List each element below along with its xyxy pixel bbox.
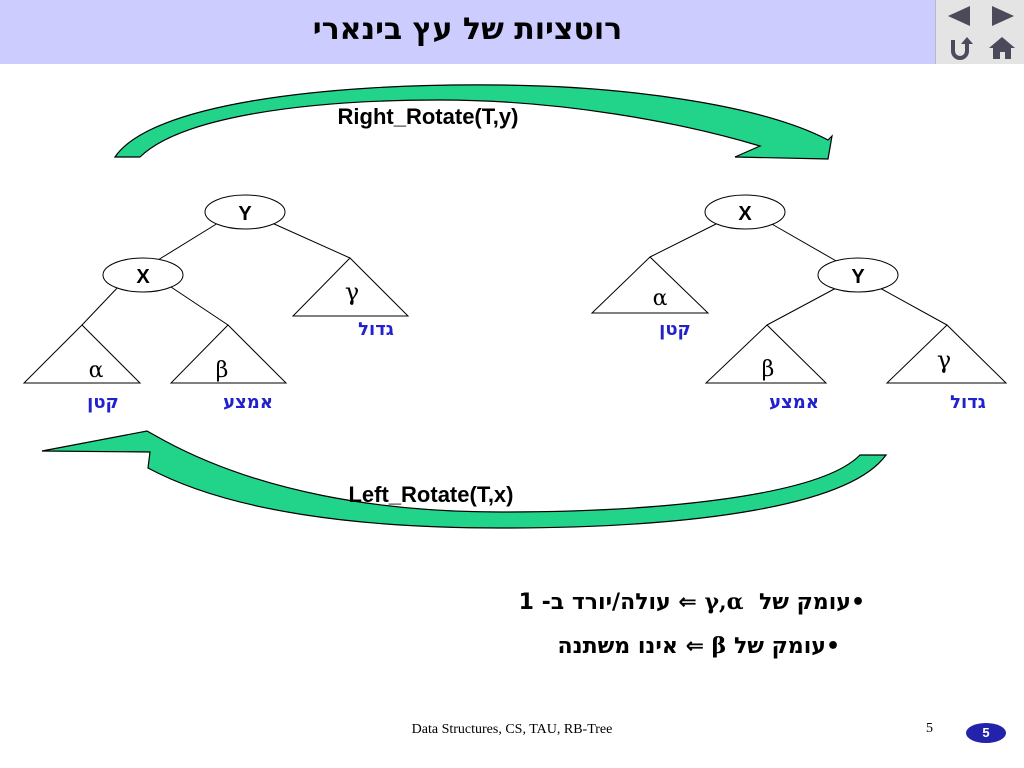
right-child-label: Y [851, 266, 865, 288]
home-icon [989, 37, 1015, 59]
bullet-list: •עומק של γ,α ⇐ עולה/יורד ב- 1 •עומק של β… [300, 584, 865, 672]
bullet-marker: • [825, 634, 840, 659]
prev-slide-button[interactable] [940, 2, 980, 30]
right-gamma-caption: גדול [950, 392, 986, 413]
u-turn-return-icon [951, 37, 973, 60]
greek-symbols: γ,α [704, 589, 744, 615]
left-root-node [204, 194, 286, 230]
right-tree-triangles [590, 256, 1008, 384]
triangle-left-icon [948, 6, 970, 26]
bullet-text: עולה/יורד ב- 1 [518, 590, 671, 615]
greek-symbols: β [711, 633, 727, 659]
left-alpha-caption: קטן [87, 392, 119, 413]
right-alpha-symbol: α [653, 286, 668, 311]
left-tree-triangles [22, 257, 410, 384]
implies-arrow-icon: ⇐ [685, 634, 704, 659]
right-root-label: X [738, 203, 752, 225]
left-alpha-triangle [22, 324, 142, 384]
left-gamma-symbol: γ [345, 278, 359, 306]
left-gamma-caption: גדול [358, 319, 394, 340]
triangle-right-icon [992, 6, 1014, 26]
left-rotate-arrow-body [41, 430, 888, 529]
footer-text: Data Structures, CS, TAU, RB-Tree [411, 722, 613, 737]
right-alpha-caption: קטן [659, 319, 691, 340]
left-rotate-arrow [41, 430, 888, 529]
left-gamma-triangle [291, 257, 410, 317]
nav-panel [935, 0, 1024, 64]
return-button[interactable] [940, 34, 980, 62]
right-gamma-symbol: γ [937, 346, 951, 374]
right-child-node [817, 257, 899, 293]
slide-number-badge: 5 [966, 723, 1006, 743]
right-beta-caption: אמצע [769, 392, 819, 413]
left-rotate-label: Left_Rotate(T,x) [348, 482, 513, 507]
bullet-text: עומק של [758, 590, 851, 615]
right-tree-edges [649, 222, 948, 326]
bullet-line-1: •עומק של γ,α ⇐ עולה/יורד ב- 1 [300, 584, 865, 628]
left-tree-edges [81, 222, 351, 326]
left-beta-triangle [169, 324, 288, 384]
right-beta-symbol: β [762, 357, 775, 382]
left-child-label: X [136, 266, 150, 288]
title-bar: רוטציות של עץ בינארי [0, 0, 1024, 64]
bullet-text: עומק של [733, 634, 826, 659]
left-root-label: Y [238, 203, 252, 225]
right-rotate-arrow [113, 84, 833, 160]
page-number: 5 [926, 721, 933, 736]
right-alpha-triangle [590, 256, 710, 314]
home-button[interactable] [982, 34, 1022, 62]
left-beta-symbol: β [216, 358, 229, 383]
right-tree-nodes [704, 194, 899, 293]
bullet-text: אינו משתנה [557, 634, 678, 659]
left-beta-caption: אמצע [223, 392, 273, 413]
left-child-node [102, 257, 184, 293]
next-slide-button[interactable] [982, 2, 1022, 30]
bullet-line-2: •עומק של β ⇐ אינו משתנה [300, 628, 841, 672]
bullet-marker: • [850, 590, 865, 615]
right-rotate-arrow-body [113, 84, 833, 160]
slide-title: רוטציות של עץ בינארי [312, 12, 623, 47]
right-beta-triangle [704, 324, 828, 384]
right-root-node [704, 194, 786, 230]
left-alpha-symbol: α [89, 358, 104, 383]
implies-arrow-icon: ⇐ [678, 590, 697, 615]
right-rotate-label: Right_Rotate(T,y) [338, 104, 519, 129]
right-gamma-triangle [885, 324, 1008, 384]
left-tree-nodes [102, 194, 286, 293]
